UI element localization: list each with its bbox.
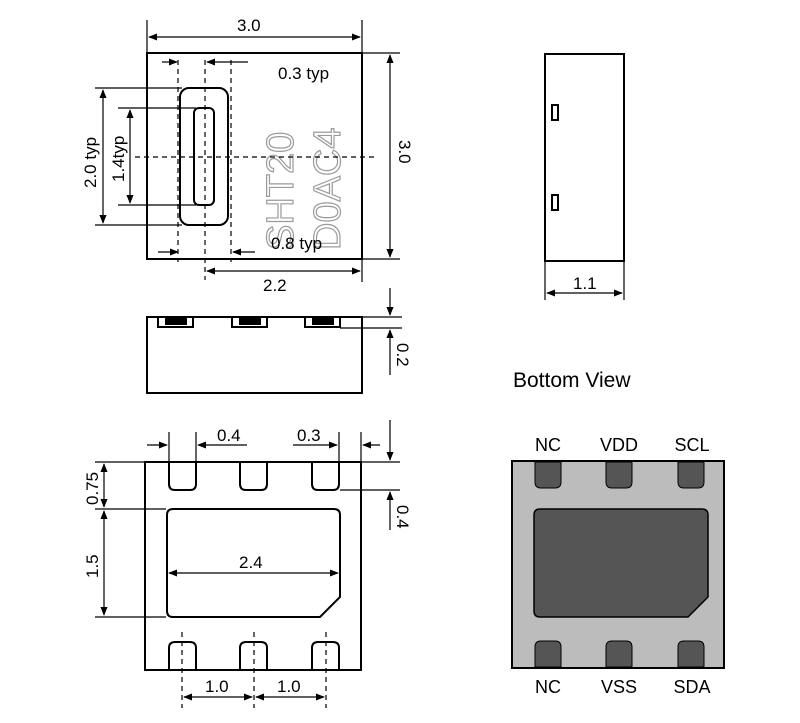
pin-label-nc-bottom: NC <box>535 677 561 697</box>
bottom-pad <box>311 641 340 670</box>
dim-die-pad-width-label: 2.4 <box>239 553 263 572</box>
bottom-pad <box>239 462 268 491</box>
package-outline-end <box>544 53 625 262</box>
dim-pad-thickness-label: 0.2 <box>393 343 412 367</box>
package-outline-side <box>146 316 363 394</box>
pin-label-sda: SDA <box>673 677 710 697</box>
bottom-pad <box>168 641 197 670</box>
bottom-dims-view: 0.4 0.3 0.4 0.75 1.5 2.4 1.0 1.0 <box>83 420 412 708</box>
pin-label-nc-top: NC <box>535 435 561 455</box>
bottom-view-pinout: Bottom View NC VDD SCL NC VSS SDA <box>511 369 725 697</box>
top-view: SHT20 D0AC4 3.0 3.0 0.3 typ 2.0 typ <box>81 16 414 295</box>
pin-pad-nc-top <box>534 461 562 489</box>
end-pad <box>551 104 559 121</box>
side-pad <box>157 317 194 328</box>
pin-pad-sda <box>677 640 705 668</box>
side-view: 0.2 <box>146 288 412 394</box>
package-marking-line2: D0AC4 <box>307 128 349 251</box>
side-pad <box>304 317 341 328</box>
dim-pad-edge-label: 0.3 <box>297 426 321 445</box>
dim-width-label: 3.0 <box>237 16 261 35</box>
dim-pitch-label: 1.0 <box>277 677 301 696</box>
end-view: 1.1 <box>544 53 625 300</box>
pin-label-scl: SCL <box>674 435 709 455</box>
dim-pad-row-offset-label: 0.75 <box>83 472 102 505</box>
bottom-pad <box>168 462 197 491</box>
pin-pad-vss <box>605 640 633 668</box>
dim-opening-height-label: 1.4typ <box>109 136 128 182</box>
dim-window-position-label: 2.2 <box>263 276 287 295</box>
dim-package-thickness-label: 1.1 <box>573 274 597 293</box>
dim-pad-width-label: 0.4 <box>217 426 241 445</box>
bottom-pad <box>311 462 340 491</box>
bottom-pad <box>239 641 268 670</box>
pinout-die-pad <box>533 508 709 618</box>
dim-die-pad-height-label: 1.5 <box>83 554 102 578</box>
package-outline-top <box>146 52 363 260</box>
pin-pad-vdd <box>605 461 633 489</box>
pin-pad-nc-bottom <box>534 640 562 668</box>
dim-window-height-label: 2.0 typ <box>81 137 100 188</box>
die-pad <box>166 508 341 618</box>
pin-label-vss: VSS <box>601 677 637 697</box>
dim-height-label: 3.0 <box>395 140 414 164</box>
package-marking-line1: SHT20 <box>260 132 302 250</box>
side-pad <box>231 317 268 328</box>
dim-pad-length-label: 0.4 <box>393 505 412 529</box>
dim-sensor-offset-label: 0.3 typ <box>278 64 329 83</box>
pin-label-vdd: VDD <box>600 435 638 455</box>
package-outline-bottom <box>144 461 362 671</box>
bottom-view-title: Bottom View <box>513 369 631 392</box>
dim-window-width-label: 0.8 typ <box>271 234 322 253</box>
dim-pitch-label: 1.0 <box>205 677 229 696</box>
end-pad <box>551 194 559 211</box>
pin-pad-scl <box>677 461 705 489</box>
